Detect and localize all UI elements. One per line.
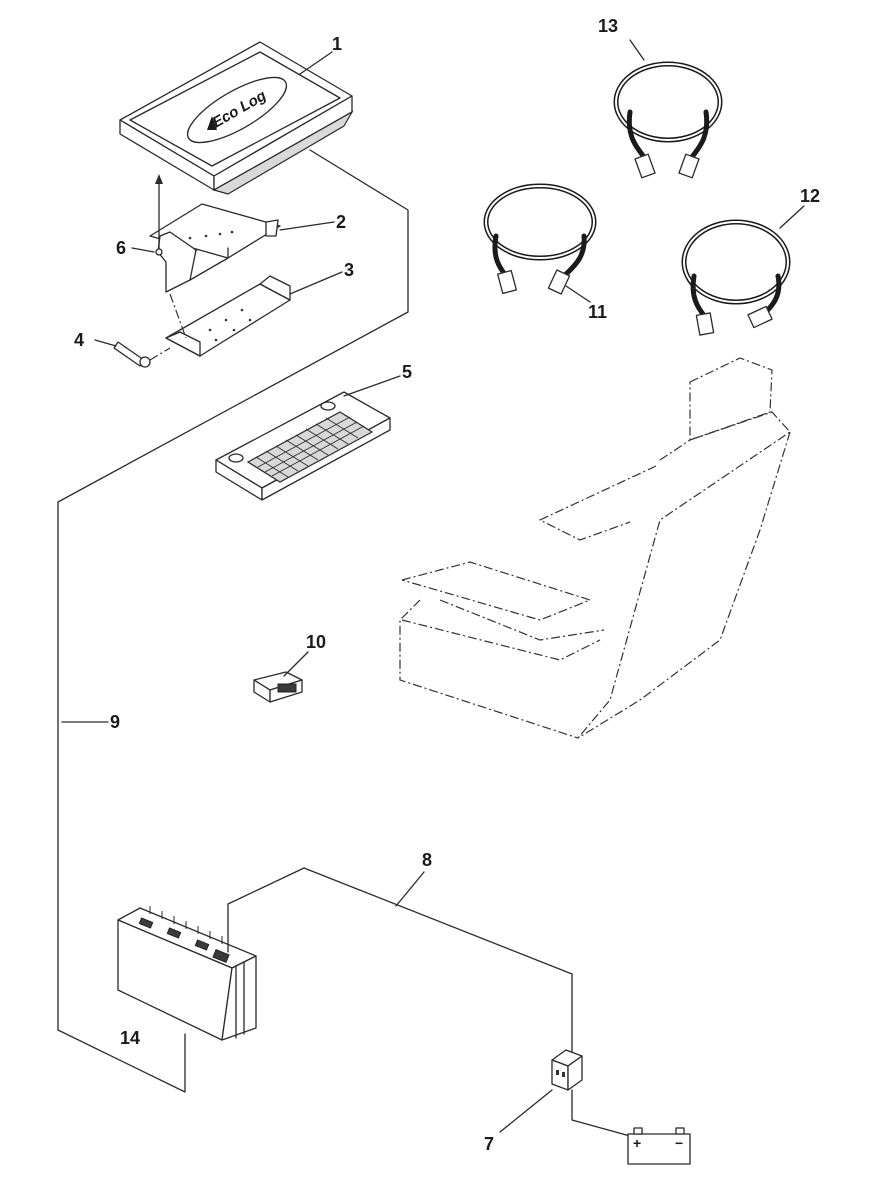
label-4: 4	[74, 330, 84, 350]
label-11: 11	[588, 302, 607, 322]
relay-block	[551, 1049, 583, 1091]
bolt	[113, 341, 151, 368]
keyboard	[215, 391, 391, 501]
label-9: 9	[110, 712, 120, 732]
operator-seat-outline	[399, 357, 791, 739]
label-12: 12	[800, 186, 820, 206]
connector-block	[253, 671, 303, 703]
cable-13	[613, 61, 723, 179]
label-13: 13	[598, 16, 618, 36]
computer-unit	[117, 906, 257, 1041]
battery-minus-sign: −	[675, 1135, 683, 1151]
display-unit: Eco Log	[119, 41, 354, 195]
main-cable-route	[57, 149, 409, 1093]
label-8: 8	[422, 850, 432, 870]
label-14: 14	[120, 1028, 140, 1048]
cable-11	[483, 183, 597, 295]
cable-12	[681, 219, 791, 336]
battery-plus-sign: +	[633, 1135, 641, 1151]
label-6: 6	[116, 238, 126, 258]
lower-bracket	[165, 275, 291, 357]
upper-bracket	[149, 203, 281, 293]
label-5: 5	[402, 362, 412, 382]
label-10: 10	[306, 632, 326, 652]
label-2: 2	[336, 212, 346, 232]
power-cable-route	[227, 867, 573, 1053]
battery-symbol: + −	[627, 1127, 691, 1165]
label-7: 7	[484, 1134, 494, 1154]
screw-and-arrow	[155, 174, 163, 256]
label-1: 1	[332, 34, 342, 54]
label-3: 3	[344, 260, 354, 280]
